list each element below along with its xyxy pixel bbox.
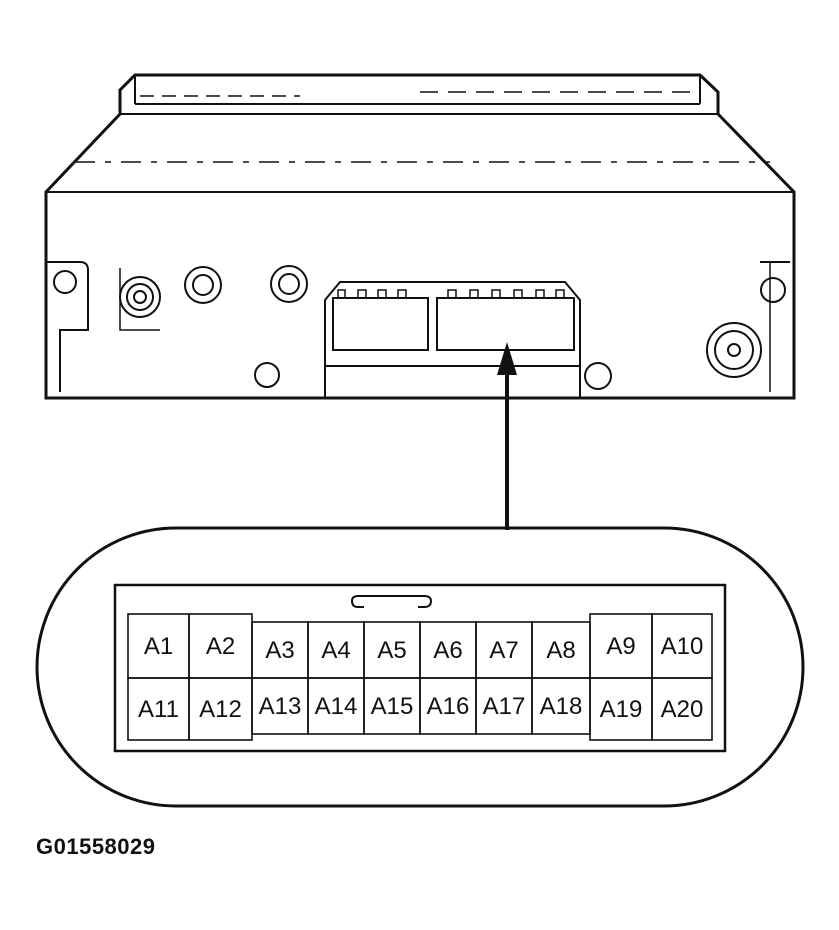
- radio-unit-rear-view: [44, 73, 796, 400]
- pointer-arrow: [497, 342, 517, 530]
- pin-label-a16: A16: [427, 693, 470, 720]
- pin-label-a7: A7: [489, 637, 518, 664]
- pin-label-a15: A15: [371, 693, 414, 720]
- pin-label-a13: A13: [259, 693, 302, 720]
- pin-label-a19: A19: [600, 696, 643, 723]
- pin-label-a11: A11: [138, 696, 179, 723]
- connector-latch: [350, 595, 433, 608]
- connector-callout-outline: [35, 526, 805, 808]
- connector-face: [113, 583, 727, 753]
- pin-label-a8: A8: [546, 637, 575, 664]
- pin-label-a20: A20: [661, 696, 704, 723]
- pin-label-a10: A10: [661, 633, 704, 660]
- pin-label-a3: A3: [265, 637, 294, 664]
- pin-cell-a20: [651, 677, 713, 741]
- pin-label-a5: A5: [377, 637, 406, 664]
- pin-label-a6: A6: [433, 637, 462, 664]
- pin-label-a18: A18: [540, 693, 583, 720]
- pin-label-a1: A1: [144, 633, 173, 660]
- pin-label-a14: A14: [315, 693, 358, 720]
- pin-label-a17: A17: [483, 693, 526, 720]
- pin-label-a2: A2: [206, 633, 235, 660]
- pin-label-a12: A12: [199, 696, 242, 723]
- pin-label-a4: A4: [321, 637, 350, 664]
- pin-label-a9: A9: [606, 633, 635, 660]
- figure-code: G01558029: [36, 834, 156, 859]
